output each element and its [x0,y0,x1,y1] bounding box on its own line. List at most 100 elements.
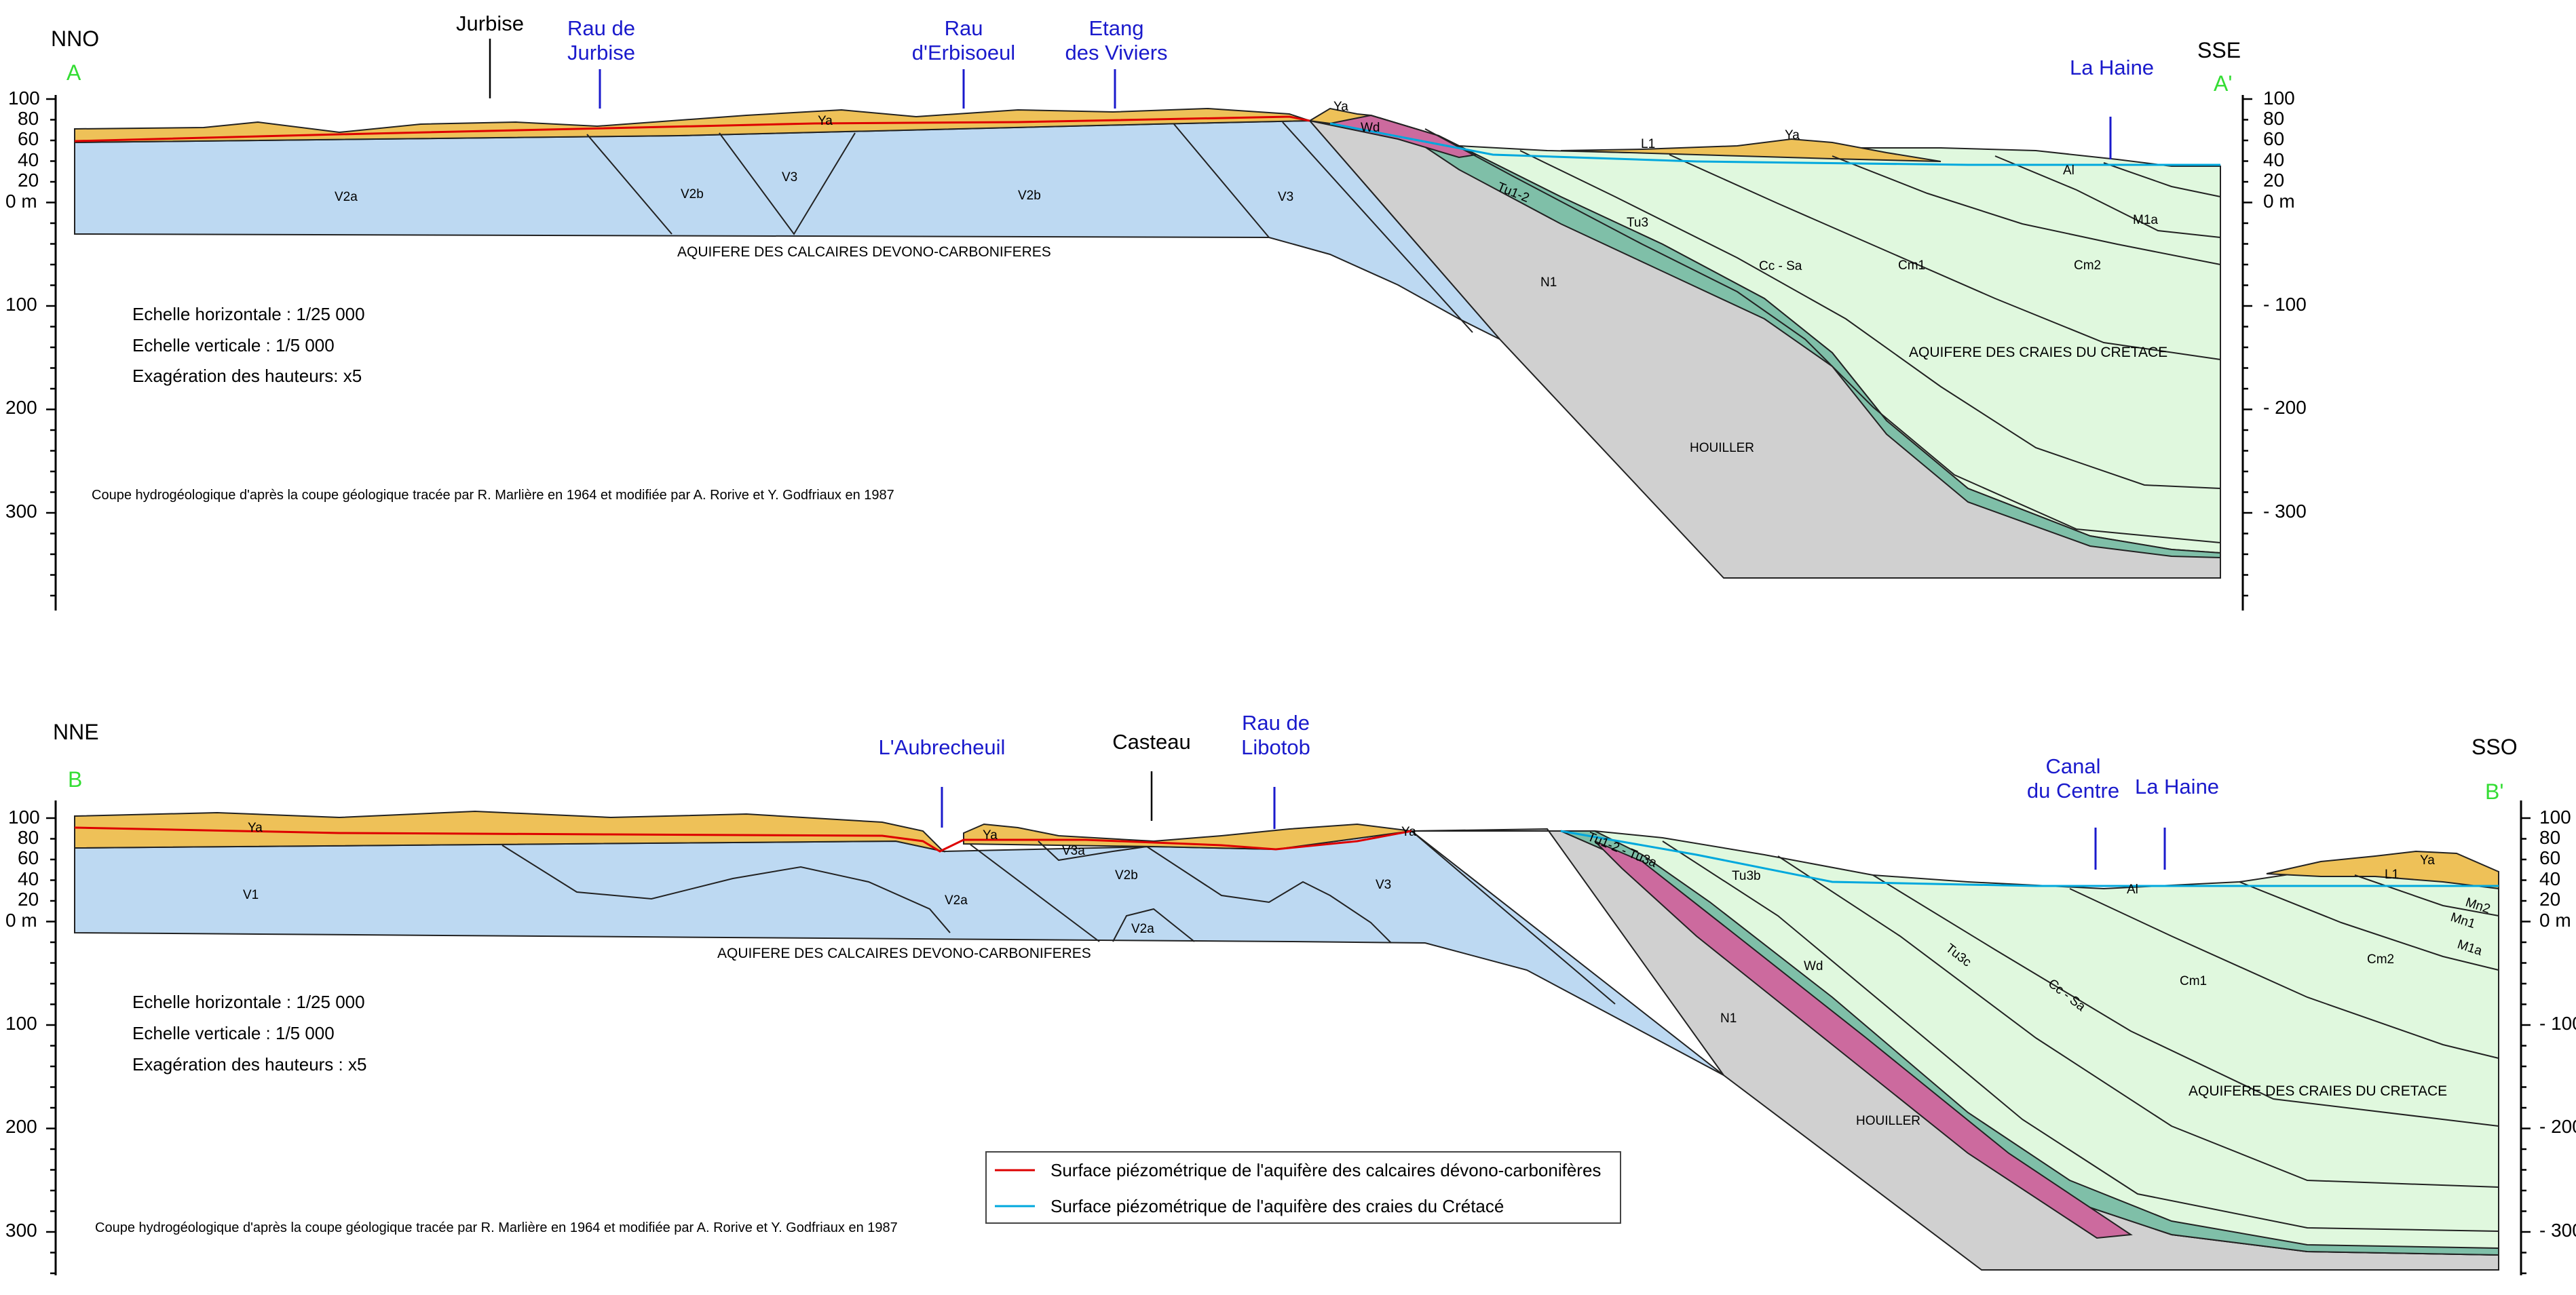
y-tick-left: 200 [5,397,37,418]
y-tick-left: 60 [18,128,39,149]
wealdien-lens [1594,840,2133,1239]
y-tick-left: 40 [18,868,39,889]
unit-label: V2a [1131,922,1154,936]
unit-label: L1 [1641,137,1655,151]
boundary-v2a-v2b [970,844,1100,942]
boundary-fault [1411,830,1616,1005]
y-tick-left: 100 [5,294,37,315]
unit-label: Cm1 [1898,258,1925,273]
unit-label: Ya [2420,853,2435,868]
unit-label: Tu3 [1627,216,1648,230]
y-tick-right: 0 m [2539,910,2571,931]
unit-label: Ya [1333,100,1348,114]
section-a: 100 80 60 40 20 0 m 100 200 300 100 80 6… [5,12,2307,611]
unit-label: Al [2127,883,2138,897]
boundary-v2b-v3 [1146,846,1392,944]
ya-cover-mid [963,823,1412,851]
unit-label: Al [2063,163,2075,178]
direction-right-a: SSE [2197,38,2241,62]
y-tick-right: - 200 [2263,397,2307,418]
legend-label-craies: Surface piézométrique de l'aquifère des … [1050,1196,1504,1216]
scale-vertical: Echelle verticale : 1/5 000 [132,1023,335,1043]
unit-label: Ya [983,828,998,843]
unit-label: Wd [1804,959,1823,973]
y-tick-left: 100 [8,807,40,828]
height-exaggeration: Exagération des hauteurs : x5 [132,1054,366,1075]
direction-left-a: NNO [51,26,99,51]
unit-label: Ya [248,821,263,835]
unit-label: Cm1 [2180,974,2207,988]
y-tick-right: 40 [2263,149,2284,170]
y-tick-left: 80 [18,108,39,129]
unit-label: V2b [1115,868,1138,883]
legend-frame [985,1151,1621,1224]
legend-label-calcaires: Surface piézométrique de l'aquifère des … [1050,1160,1601,1180]
craie-line-4 [1832,155,2221,265]
axis-ticks-b [46,817,2531,1275]
y-tick-left: 300 [5,501,37,522]
boundary-v2a-lens [1112,908,1195,942]
y-tick-right: 40 [2539,868,2560,889]
y-tick-right: 80 [2263,108,2284,129]
piezo-craies-line-b [1560,830,2499,887]
aquifer-calcaires-label: AQUIFERE DES CALCAIRES DEVONO-CARBONIFER… [677,244,1051,260]
craie-line-5 [2239,881,2499,971]
section-b: 100 80 60 40 20 0 m 100 200 300 100 80 6… [5,711,2576,1275]
craie-line-5 [1994,155,2221,238]
y-tick-left: 20 [18,170,39,191]
unit-label: V3 [1278,190,1293,204]
point-a: A [67,60,81,85]
boundary-v2b-v3 [719,132,856,235]
y-tick-left: 0 m [5,910,37,931]
unit-label: Tu3b [1732,869,1761,883]
boundary-v1-v2a [501,845,951,933]
scale-horizontal: Echelle horizontale : 1/25 000 [132,992,365,1012]
y-tick-left: 100 [8,88,40,109]
y-tick-right: - 200 [2539,1116,2576,1137]
unit-label: Cm2 [2367,952,2394,967]
piezo-calcaires-line-a [74,115,1310,142]
place-aubrecheuil: L'Aubrecheuil [879,735,1006,759]
unit-label: V2a [945,893,968,908]
aquifer-craies-label: AQUIFERE DES CRAIES DU CRETACE [2189,1083,2447,1099]
unit-label: HOUILLER [1690,441,1754,455]
tourtia-band [1370,115,2221,559]
ya-cover-right [1560,138,1942,162]
unit-label: N1 [1540,275,1557,290]
y-tick-right: 20 [2539,889,2560,910]
unit-label: V2b [1018,189,1041,203]
y-tick-right: - 300 [2263,501,2307,522]
y-tick-left: 80 [18,827,39,848]
point-b: B [68,767,82,792]
y-tick-right: 100 [2263,88,2295,109]
y-tick-right: - 100 [2263,294,2307,315]
craie-line-1 [1424,128,2221,543]
craie-line-2 [1777,855,2499,1188]
point-b-prime: B' [2485,779,2503,804]
piezo-calcaires-line-b [74,826,1412,853]
unit-label: M1a [2133,213,2158,227]
y-tick-left: 300 [5,1220,37,1241]
aquifer-craies-label: AQUIFERE DES CRAIES DU CRETACE [1909,345,2167,360]
y-tick-right: - 100 [2539,1013,2576,1034]
place-la-haine-a: La Haine [2070,56,2154,79]
y-tick-left: 40 [18,149,39,170]
y-tick-left: 100 [5,1013,37,1034]
y-tick-right: 60 [2539,847,2560,868]
place-casteau: Casteau [1112,730,1190,754]
y-tick-left: 20 [18,889,39,910]
craie-line-3 [1872,874,2499,1127]
axis-ticks-a [46,98,2252,597]
unit-label: V3a [1062,844,1085,858]
place-jurbise: Jurbise [456,12,524,35]
unit-label: V3 [1376,878,1391,892]
scale-vertical: Echelle verticale : 1/5 000 [132,335,335,355]
piezo-craies-line-a [1329,122,2220,166]
unit-label: V1 [243,888,259,902]
